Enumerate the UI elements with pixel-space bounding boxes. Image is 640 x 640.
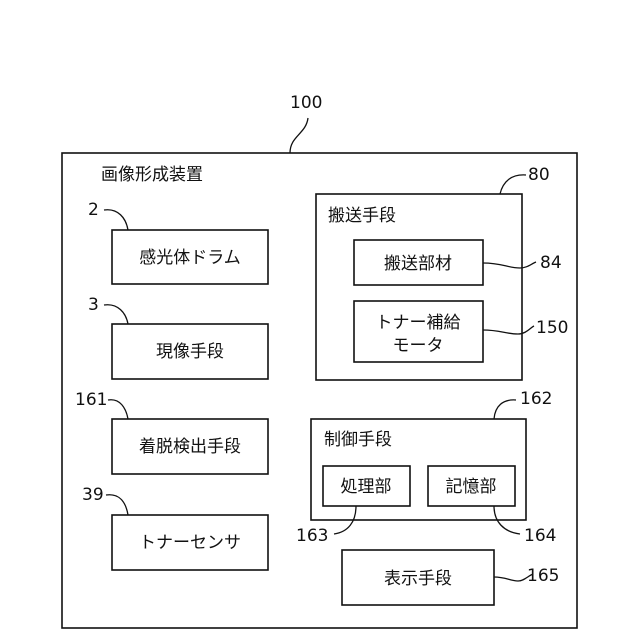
- ref-39: 39: [82, 485, 104, 505]
- toner-sensor-label: トナーセンサ: [139, 533, 241, 553]
- ref-163: 163: [296, 526, 328, 546]
- leader-100: [290, 118, 308, 153]
- toner-motor-label-line1: トナー補給: [376, 313, 461, 333]
- display-label: 表示手段: [384, 569, 452, 589]
- ref-164: 164: [524, 526, 556, 546]
- ref-162: 162: [520, 389, 552, 409]
- ref-161: 161: [75, 390, 107, 410]
- toner-motor-label-line2: モータ: [393, 336, 444, 356]
- detach-detector-label: 着脱検出手段: [139, 437, 241, 457]
- developer-label: 現像手段: [156, 342, 224, 362]
- ref-150: 150: [536, 318, 568, 338]
- memory-label: 記憶部: [446, 477, 497, 497]
- conveyance-label: 搬送手段: [328, 206, 396, 226]
- ref-84: 84: [540, 253, 562, 273]
- ref-3: 3: [88, 295, 99, 315]
- outer-apparatus-title: 画像形成装置: [101, 165, 203, 185]
- control-label: 制御手段: [324, 430, 392, 450]
- ref-80: 80: [528, 165, 550, 185]
- ref-165: 165: [527, 566, 559, 586]
- ref-100: 100: [290, 93, 322, 113]
- drum-label: 感光体ドラム: [139, 248, 241, 268]
- ref-2: 2: [88, 200, 99, 220]
- processing-label: 処理部: [341, 477, 392, 497]
- conveyance-member-label: 搬送部材: [384, 254, 452, 274]
